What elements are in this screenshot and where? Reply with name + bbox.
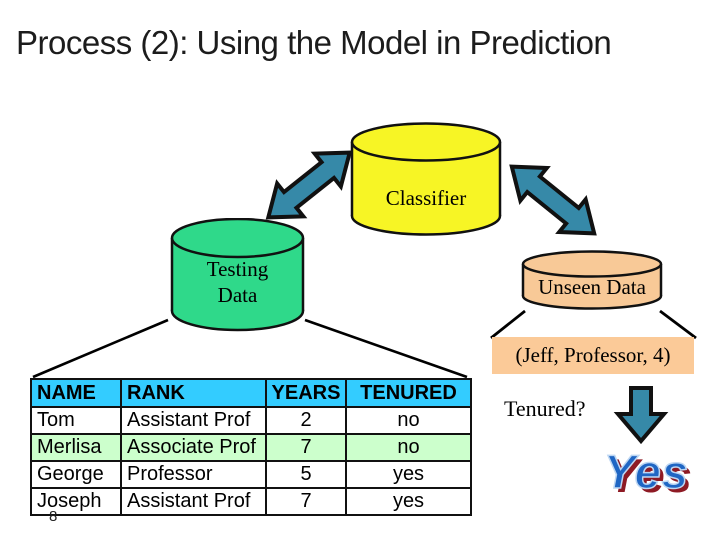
table-cell: Assistant Prof	[120, 487, 267, 516]
table-row: Joseph Assistant Prof 7 yes	[30, 487, 472, 516]
tenured-question: Tenured?	[504, 396, 586, 421]
funnel-line-right	[304, 318, 468, 379]
testing-data-cylinder: Testing Data	[170, 218, 305, 332]
table-cell: Tom	[30, 406, 122, 435]
header-cell-rank: RANK	[120, 378, 267, 408]
table-row: Tom Assistant Prof 2 no	[30, 406, 472, 435]
down-arrow	[613, 386, 669, 445]
table-cell: no	[345, 406, 472, 435]
table-cell: Assistant Prof	[120, 406, 267, 435]
cylinder-shape	[350, 122, 502, 236]
data-table: NAME RANK YEARS TENURED Tom Assistant Pr…	[30, 378, 472, 516]
double-arrow-right	[509, 164, 597, 236]
table-cell: 2	[265, 406, 347, 435]
table-cell: 7	[265, 487, 347, 516]
unseen-data-cylinder: Unseen Data	[521, 250, 663, 310]
header-cell-tenured: TENURED	[345, 378, 472, 408]
header-cell-years: YEARS	[265, 378, 347, 408]
cylinder-shape	[521, 250, 663, 310]
yes-wordart: Yes	[603, 444, 689, 499]
table-cell: Joseph	[30, 487, 122, 516]
table-row: George Professor 5 yes	[30, 460, 472, 489]
unseen-data-label: Unseen Data	[538, 275, 646, 299]
cylinder-shape	[170, 218, 305, 332]
page-number: 8	[49, 508, 58, 525]
table-row: Merlisa Associate Prof 7 no	[30, 433, 472, 462]
unseen-line-left	[490, 309, 526, 340]
classifier-cylinder: Classifier	[350, 122, 502, 236]
table-cell: yes	[345, 460, 472, 489]
cylinder-top	[350, 122, 502, 162]
testing-data-label: Testing Data	[206, 257, 269, 308]
table-cell: yes	[345, 487, 472, 516]
table-cell: Merlisa	[30, 433, 122, 462]
table-cell: George	[30, 460, 122, 489]
cylinder-top	[170, 218, 305, 259]
table-header-row: NAME RANK YEARS TENURED	[30, 378, 472, 408]
table-cell: 5	[265, 460, 347, 489]
table-cell: Professor	[120, 460, 267, 489]
table-cell: Associate Prof	[120, 433, 267, 462]
double-arrow-left	[265, 150, 353, 220]
table-cell: no	[345, 433, 472, 462]
header-cell-name: NAME	[30, 378, 122, 408]
new-sample-box: (Jeff, Professor, 4)	[492, 337, 694, 374]
classifier-label: Classifier	[385, 186, 467, 210]
new-sample-label: (Jeff, Professor, 4)	[515, 343, 671, 367]
slide-title: Process (2): Using the Model in Predicti…	[16, 24, 612, 61]
table-cell: 7	[265, 433, 347, 462]
unseen-line-right	[659, 309, 697, 340]
cylinder-top	[521, 250, 663, 278]
funnel-line-left	[32, 318, 169, 379]
